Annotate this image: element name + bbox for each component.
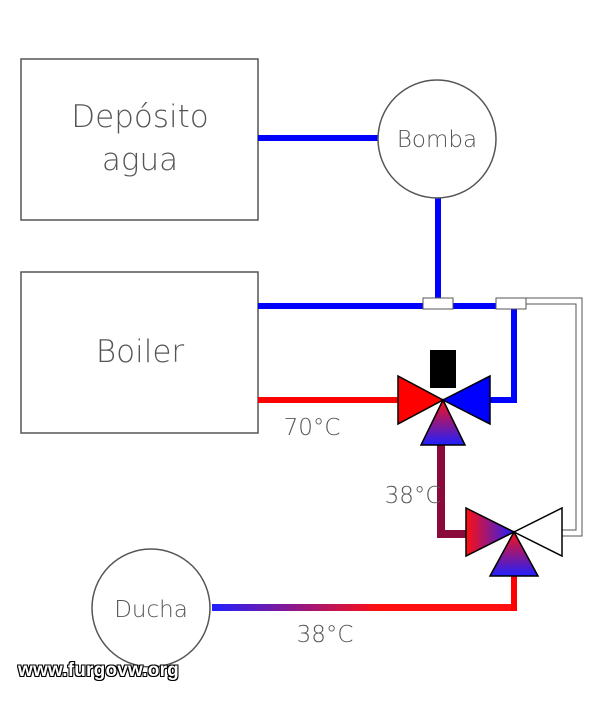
shower-supply-pipe-vertical <box>511 570 517 611</box>
pipe-pump-down <box>435 198 441 303</box>
temp-mixed-mid: 38°C <box>385 483 442 509</box>
bypass-pipe <box>525 297 583 537</box>
water-tank-box <box>20 58 259 221</box>
valve-mixed-inlet <box>465 506 516 558</box>
three-way-valve-lower <box>465 506 563 577</box>
tank-label-line2: agua <box>102 142 178 178</box>
valve-actuator <box>430 350 456 388</box>
thermostatic-valve-upper <box>397 350 491 446</box>
tee-fitting-pump <box>422 297 454 310</box>
valve-hot-inlet <box>397 374 445 426</box>
tee-fitting-bypass <box>495 297 527 310</box>
pipe-into-valve <box>490 397 517 403</box>
temp-boiler-out: 70°C <box>284 415 341 441</box>
boiler-box <box>20 271 259 434</box>
shower-label: Ducha <box>114 597 188 623</box>
valve-bypass-inlet <box>512 506 563 558</box>
valve-cold-inlet <box>441 374 491 426</box>
boiler-label: Boiler <box>96 334 185 370</box>
mixed-pipe-between-valves <box>437 438 466 538</box>
watermark: www.furgovw.org <box>18 660 179 681</box>
pipe-to-valve <box>453 303 511 309</box>
pump-circle <box>377 79 497 199</box>
pipe-tank-to-pump <box>258 135 378 141</box>
pump-label: Bomba <box>397 127 477 153</box>
valve-shower-outlet <box>488 530 540 577</box>
tank-label-line1: Depósito <box>71 99 208 135</box>
pipe-down-to-valve <box>511 309 517 403</box>
hot-water-pipe <box>258 397 400 403</box>
valve-mixed-outlet <box>419 398 467 446</box>
shower-supply-pipe-horizontal <box>212 604 517 611</box>
pipe-to-boiler <box>258 303 423 309</box>
temp-mixed-out: 38°C <box>297 622 354 648</box>
shower-circle <box>91 548 211 668</box>
cold-water-pipes <box>258 135 517 403</box>
